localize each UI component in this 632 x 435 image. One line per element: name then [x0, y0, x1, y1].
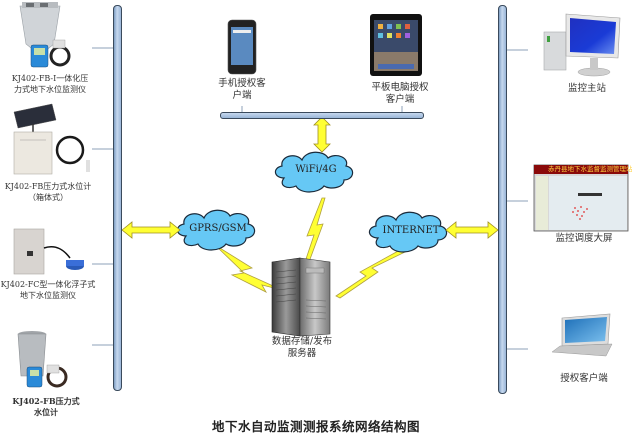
arrow-internet-right-bus-icon: [445, 221, 499, 239]
solar-panel-box-sensor-icon: [13, 103, 90, 175]
lightning-wifi-icon: [304, 197, 326, 263]
gprs-network-label: GPRS/GSM: [189, 223, 247, 234]
left-network-bus: [113, 5, 122, 391]
cabinet-float-sensor-icon: [13, 228, 84, 275]
left-device-4-label: KJ402-FB压力式 水位计: [12, 396, 80, 417]
desktop-computer-icon: [543, 13, 621, 77]
internet-network-label: INTERNET: [382, 225, 440, 236]
right-network-bus: [498, 5, 507, 394]
large-display-screen-icon: [533, 164, 629, 232]
conical-monitor-with-handheld-icon: [19, 2, 71, 68]
bucket-monitor-with-handheld-icon: [17, 331, 68, 388]
tablet-icon: [370, 14, 422, 76]
lightning-internet-icon: [335, 249, 406, 299]
arrow-top-bus-wifi-icon: [313, 116, 331, 153]
wifi-network-label: WiFi/4G: [295, 164, 337, 175]
lightning-gprs-icon: [214, 244, 283, 293]
cloud-wifi-icon: [274, 151, 354, 193]
smartphone-icon: [227, 19, 257, 75]
right-device-2-label: 监控调度大屏: [555, 233, 613, 244]
top-device-1-label: 手机授权客 户端: [218, 78, 266, 101]
top-device-2-label: 平板电脑授权 客户端: [371, 82, 429, 105]
left-device-3-label: KJ402-FC型一体化浮子式 地下水位监测仪: [0, 280, 96, 300]
cloud-gprs-icon: [176, 209, 256, 251]
laptop-icon: [551, 313, 613, 357]
right-device-3-label: 授权客户端: [560, 373, 608, 384]
display-screen-header: 赤丹县地下水监督监测管理站: [548, 165, 632, 173]
cloud-internet-icon: [368, 211, 448, 253]
diagram-title: 地下水自动监测测报系统网络结构图: [211, 419, 420, 434]
left-device-1-label: KJ402-FB-I一体化压 力式地下水位监测仪: [11, 74, 89, 94]
server-label: 数据存储/发布 服务器: [271, 336, 333, 359]
server-tower-icon: [271, 257, 331, 337]
top-network-bus: [220, 112, 424, 119]
arrow-left-bus-gprs-icon: [121, 221, 181, 239]
right-device-1-label: 监控主站: [567, 83, 606, 94]
left-device-2-label: KJ402-FB压力式水位计 （箱体式）: [4, 182, 92, 202]
